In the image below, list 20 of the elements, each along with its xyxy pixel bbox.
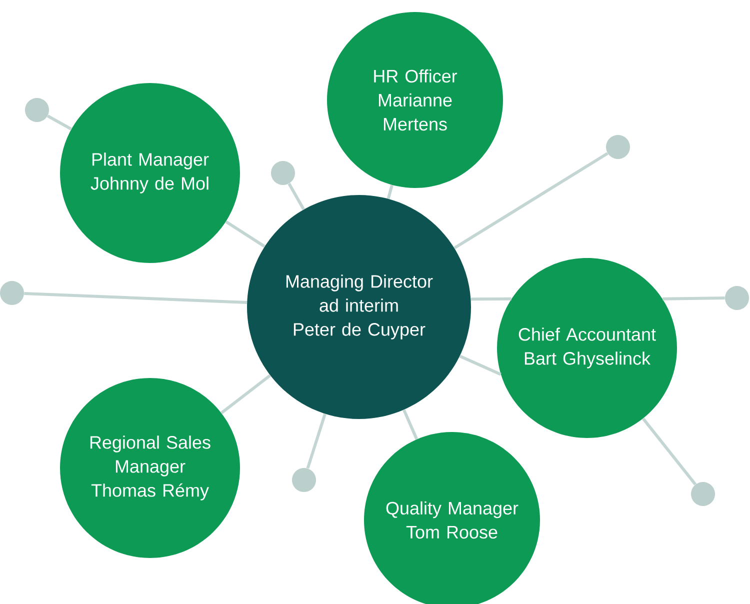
connector-line bbox=[46, 114, 72, 130]
dot bbox=[606, 134, 630, 159]
dot bbox=[271, 161, 295, 185]
connector-line bbox=[642, 418, 697, 486]
connector-line bbox=[470, 297, 512, 301]
connector-line bbox=[220, 374, 272, 414]
connector-line bbox=[306, 413, 326, 469]
connector-line bbox=[454, 152, 608, 250]
connector-line bbox=[402, 409, 418, 440]
connector-line bbox=[662, 296, 725, 300]
connector-line bbox=[459, 354, 502, 376]
connector-line bbox=[225, 220, 266, 248]
dot bbox=[691, 482, 715, 506]
dot bbox=[725, 286, 749, 310]
dot bbox=[0, 280, 24, 305]
dot bbox=[292, 468, 316, 492]
dot bbox=[25, 98, 49, 122]
connector-line bbox=[24, 292, 247, 304]
connector-line bbox=[288, 182, 305, 210]
connector-line bbox=[386, 184, 394, 200]
